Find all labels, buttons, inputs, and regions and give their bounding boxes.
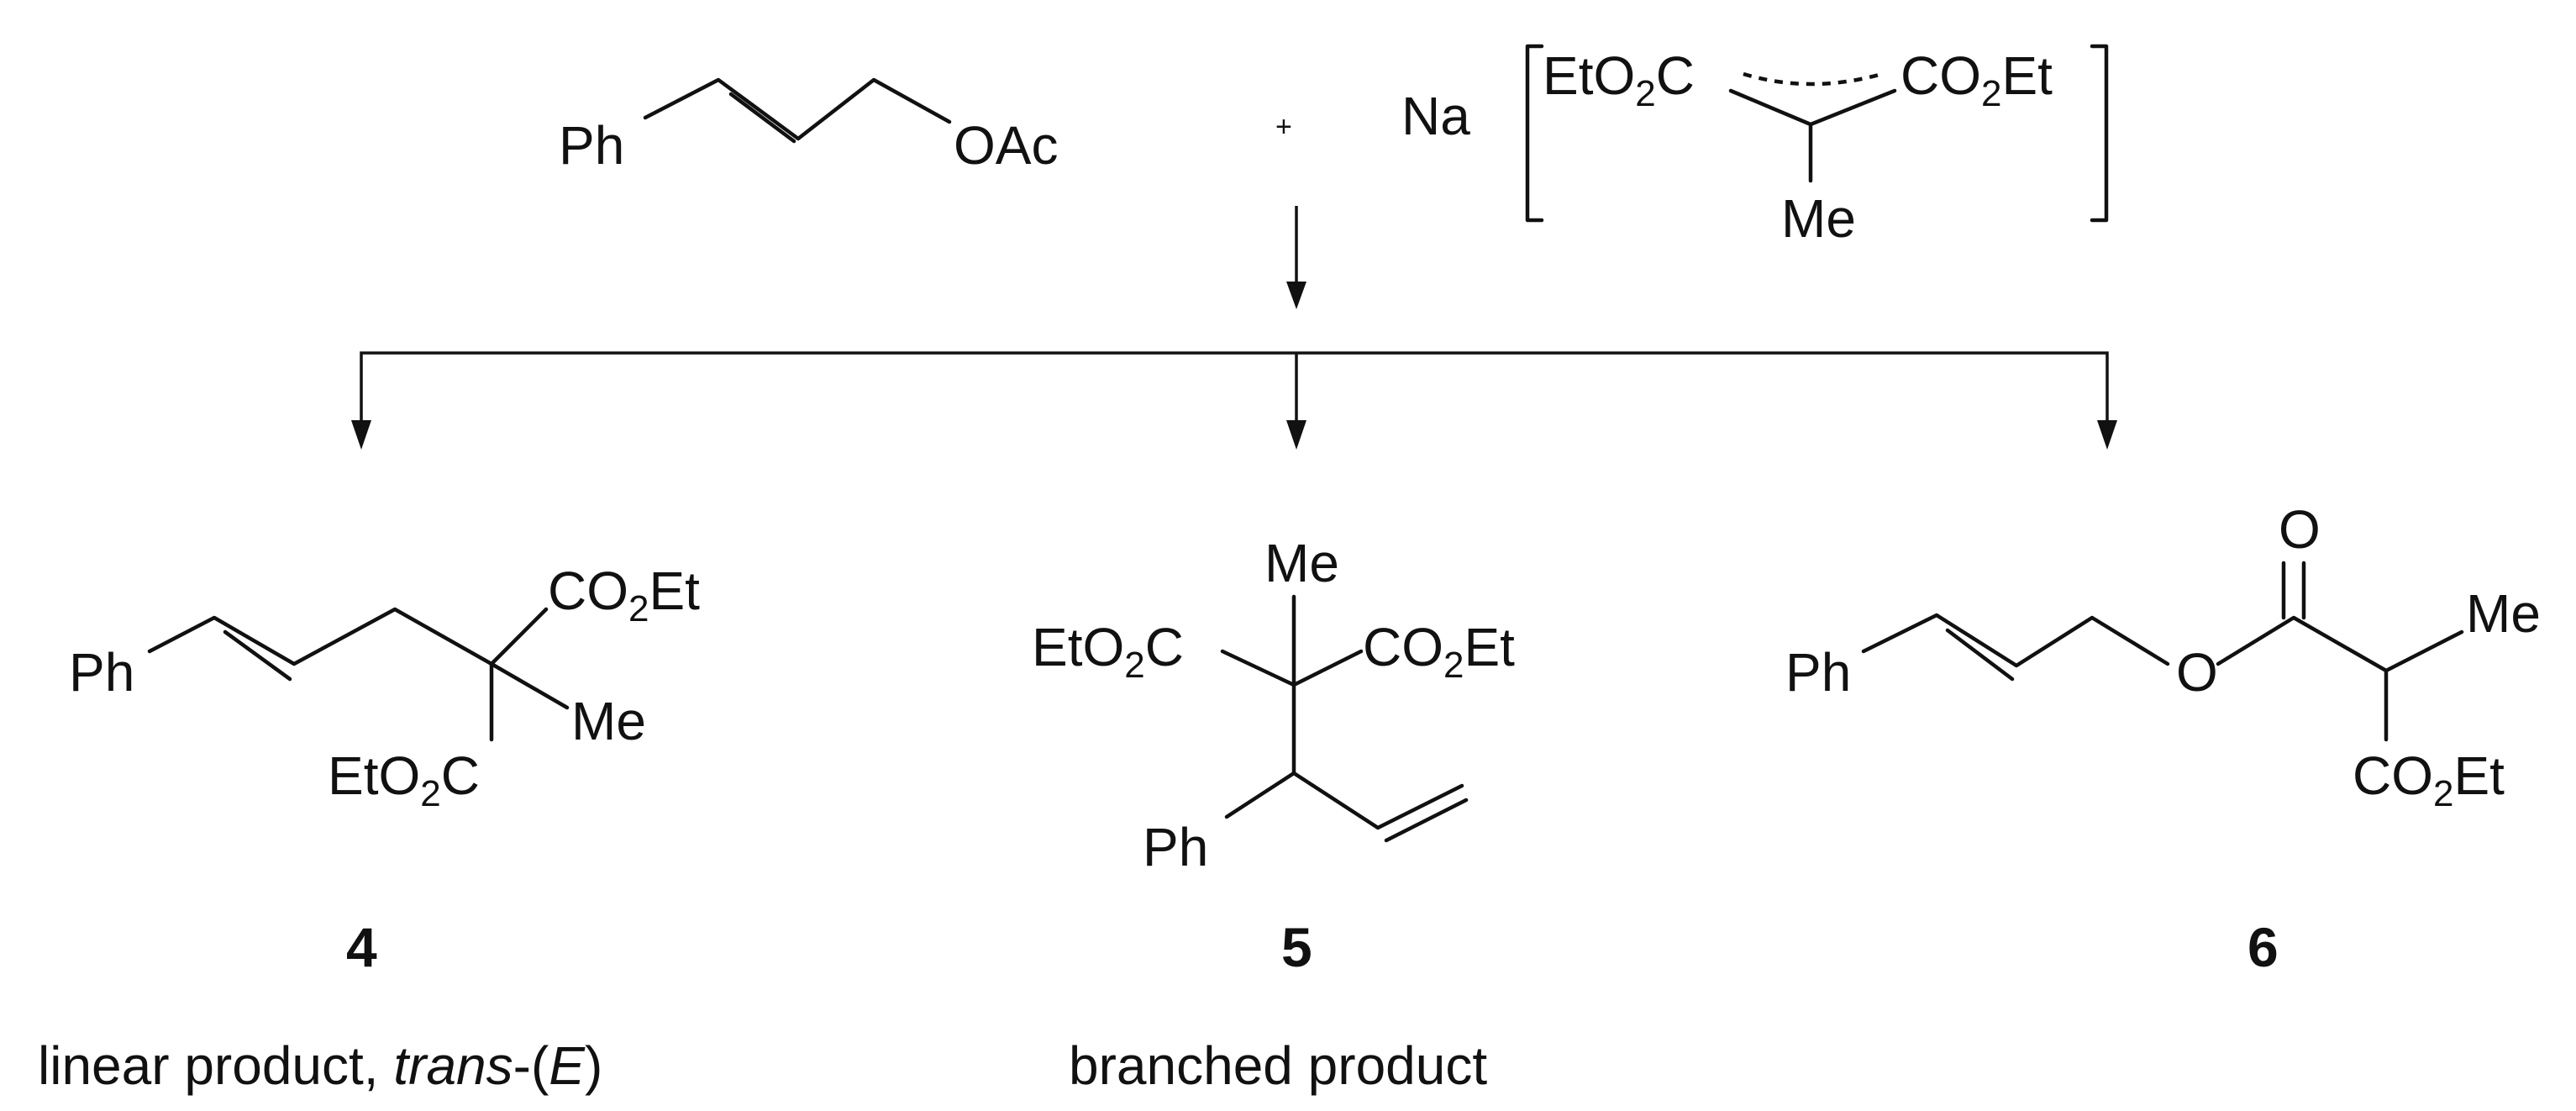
na-label: Na [1401, 86, 1470, 146]
arrowhead-product-6 [2097, 420, 2117, 450]
arrowhead-product-4 [351, 420, 371, 450]
compound-number-5: 5 [1281, 916, 1312, 978]
product-4-linear: Ph CO2Et Me EtO2C 4 linear product, tran… [38, 561, 700, 1096]
me-label: Me [571, 691, 646, 751]
carbonyl-double-bond [2281, 561, 2306, 620]
product-6-ester: Ph O O Me CO2Et 6 [1785, 499, 2541, 978]
left-bracket [1525, 44, 1544, 223]
delocalized-bond [1743, 71, 1883, 87]
eto2c-label: EtO2C [328, 745, 480, 814]
product-4-chain [147, 607, 549, 666]
caption-5: branched product [1069, 1035, 1487, 1096]
carbonyl-oxygen-label: O [2279, 499, 2321, 560]
product-6-double-bond-inner [1945, 628, 2015, 682]
ester-oxygen-label: O [2176, 642, 2218, 703]
co2et-label: CO2Et [2353, 745, 2505, 814]
cinnamyl-bonds [643, 77, 952, 141]
sodium-methylmalonate: Na EtO2C CO2Et Me [1401, 44, 2109, 249]
eto2c-label: EtO2C [1032, 617, 1184, 686]
ph-label: Ph [69, 642, 134, 703]
cinnamyl-acetate: Ph OAc [559, 77, 1058, 176]
co2et-top-label: CO2Et [548, 561, 700, 629]
plus-sign: + [1275, 111, 1292, 143]
quaternary-bonds [489, 661, 570, 742]
reaction-arrows [351, 206, 2117, 450]
arrowhead-product-5 [1286, 420, 1306, 450]
me-label: Me [1781, 188, 1856, 249]
ester-bonds [2216, 615, 2464, 742]
branch-line [360, 351, 2109, 424]
ph-label: Ph [1143, 817, 1208, 877]
compound-number-6: 6 [2247, 916, 2279, 978]
product-5-bonds [1220, 594, 1464, 830]
compound-number-4: 4 [346, 916, 377, 978]
product-4-double-bond-inner [223, 629, 292, 682]
ph-label: Ph [559, 115, 624, 176]
co2et-label: CO2Et [1363, 617, 1515, 686]
oac-label: OAc [954, 115, 1058, 176]
main-arrowhead [1286, 282, 1306, 309]
right-bracket [2090, 44, 2109, 223]
caption-4: linear product, trans-(E) [38, 1035, 602, 1096]
me-label: Me [1264, 533, 1339, 593]
enolate-bonds [1728, 88, 1897, 127]
product-6-chain [1861, 613, 2170, 668]
product-5-branched: Me EtO2C CO2Et Ph 5 branched product [1032, 533, 1515, 1096]
ph-label: Ph [1785, 642, 1851, 703]
vinyl-double-bond-inner [1384, 798, 1469, 843]
me-label: Me [2466, 583, 2541, 644]
left-ester-label: EtO2C [1543, 45, 1695, 114]
right-ester-label: CO2Et [1900, 45, 2053, 114]
double-bond-inner [728, 92, 796, 144]
